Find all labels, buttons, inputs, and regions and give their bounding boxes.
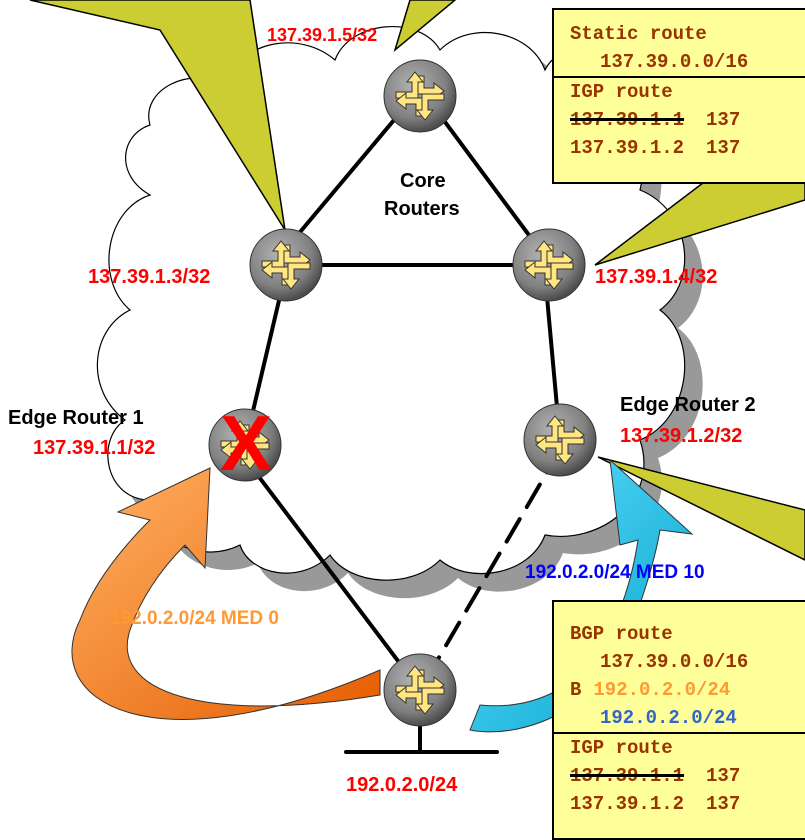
bgp-route-row-1: 137.39.0.0/16 bbox=[554, 648, 805, 676]
med10-label: 192.0.2.0/24 MED 10 bbox=[525, 562, 705, 583]
router-edge2 bbox=[523, 403, 597, 477]
failure-x-icon: X bbox=[220, 399, 273, 487]
static-route-entry: 137.39.0.0/16 bbox=[554, 48, 805, 76]
igp-b-row1-prefix: 137.39.1.1 bbox=[570, 765, 685, 787]
igp-route-row-1-b: 137.39.1.1 137 bbox=[554, 762, 805, 790]
edge1-address: 137.39.1.1/32 bbox=[33, 437, 156, 459]
igp-route-header: IGP route bbox=[554, 76, 805, 106]
core-label-1: Core bbox=[400, 170, 446, 192]
router-r4 bbox=[512, 228, 586, 302]
bgp-route-row-2: B 192.0.2.0/24 bbox=[554, 676, 805, 704]
igp-row1-prefix: 137.39.1.1 bbox=[570, 109, 685, 131]
bottom-routing-table: BGP route 137.39.0.0/16 B 192.0.2.0/24 19… bbox=[552, 600, 805, 840]
bgp-row1-prefix: 137.39.0.0/16 bbox=[600, 651, 749, 673]
igp-b-row1-next: 137 bbox=[706, 765, 741, 787]
bgp-row3-prefix: 192.0.2.0/24 bbox=[600, 707, 737, 729]
core-label-2: Routers bbox=[384, 198, 460, 220]
igp-b-row2-prefix: 137.39.1.2 bbox=[570, 793, 685, 815]
r4-address: 137.39.1.4/32 bbox=[595, 266, 718, 288]
bgp-row2-flag: B bbox=[570, 679, 582, 701]
edge2-name: Edge Router 2 bbox=[620, 394, 756, 416]
med0-arrow bbox=[71, 467, 381, 720]
bgp-row2-prefix: 192.0.2.0/24 bbox=[593, 679, 731, 701]
bgp-route-header: BGP route bbox=[570, 623, 673, 645]
link-edge2-customer-backup bbox=[418, 448, 562, 692]
top-routing-table: Static route 137.39.0.0/16 IGP route 137… bbox=[552, 8, 805, 184]
customer-lan: 192.0.2.0/24 bbox=[346, 774, 458, 796]
router-r5 bbox=[383, 59, 457, 133]
link-edge1-customer bbox=[248, 463, 422, 692]
r5-address: 137.39.1.5/32 bbox=[267, 25, 378, 45]
edge1-name: Edge Router 1 bbox=[8, 407, 144, 429]
static-route-prefix: 137.39.0.0/16 bbox=[600, 51, 749, 73]
igp-route-row-1: 137.39.1.1 137 bbox=[554, 106, 805, 134]
static-route-header: Static route bbox=[570, 23, 707, 45]
igp-row1-next: 137 bbox=[706, 109, 741, 131]
router-r3 bbox=[249, 228, 323, 302]
callout-top-right bbox=[594, 169, 805, 266]
igp-b-row2-next: 137 bbox=[706, 793, 741, 815]
igp-route-row-2-b: 137.39.1.2 137 bbox=[554, 790, 805, 818]
callout-top-center bbox=[393, 0, 457, 53]
igp-row2-next: 137 bbox=[706, 137, 741, 159]
bgp-route-row-3: 192.0.2.0/24 bbox=[554, 704, 805, 732]
callout-bottom-right bbox=[597, 456, 805, 561]
igp-route-row-2: 137.39.1.2 137 bbox=[554, 134, 805, 162]
router-customer bbox=[383, 653, 457, 727]
igp-row2-prefix: 137.39.1.2 bbox=[570, 137, 685, 159]
r3-address: 137.39.1.3/32 bbox=[88, 266, 211, 288]
med0-label: 192.0.2.0/24 MED 0 bbox=[110, 608, 279, 629]
edge2-address: 137.39.1.2/32 bbox=[620, 425, 743, 447]
igp-route-header-2: IGP route bbox=[554, 732, 805, 762]
